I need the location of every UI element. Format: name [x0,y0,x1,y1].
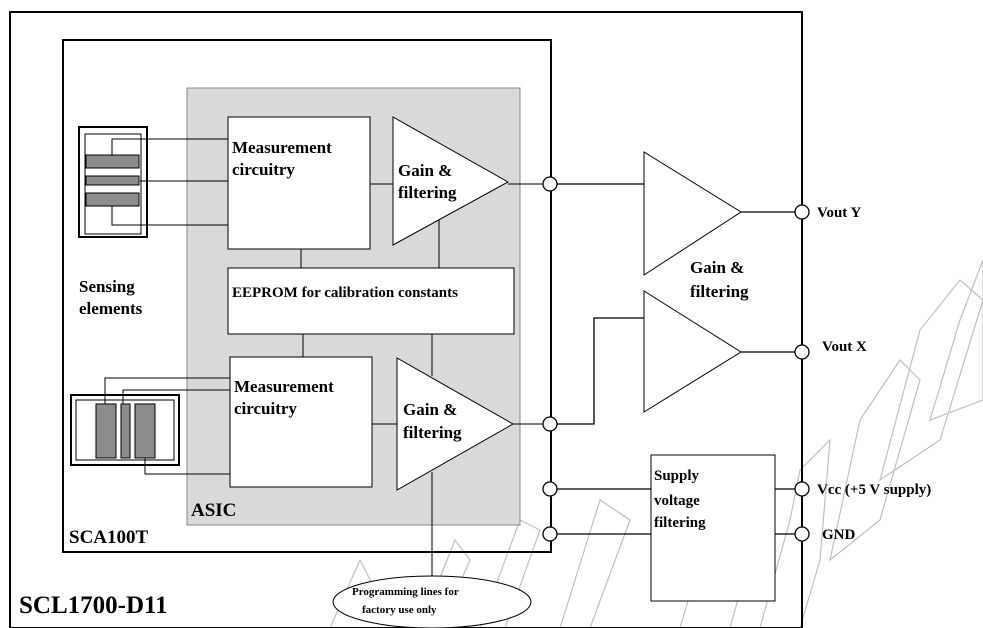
sensing-element-lower [70,394,180,466]
pin-gnd [794,526,810,542]
gain-label-lower-2: filtering [403,423,462,442]
gain-output-label-2: filtering [690,282,749,301]
connection-nodes [425,176,810,589]
gain-label-upper-2: filtering [398,183,457,202]
eeprom-label: EEPROM for calibration constants [232,285,458,301]
supply-filter-box [650,454,776,602]
sensing-label-1: Sensing [79,277,135,296]
measurement-label-upper-1: Measurement [232,138,332,157]
pin-vout-y [794,204,810,220]
node-supply-in [542,481,558,497]
output-amp-x [643,290,742,413]
node-asic-out-lower [542,416,558,432]
node-gnd-in [542,526,558,542]
eeprom-box [227,267,515,335]
node-asic-out-upper [542,176,558,192]
outer-module-box [9,11,803,628]
inner-module-label: SCA100T [69,527,149,548]
pin-label-gnd: GND [822,527,856,543]
gain-label-upper-1: Gain & [398,161,452,180]
measurement-label-upper-2: circuitry [232,160,295,179]
outer-module-label: SCL1700-D11 [19,592,168,619]
pin-label-vout-x: Vout X [822,339,867,355]
measurement-label-lower-2: circuitry [234,399,297,418]
inner-module-box [62,39,552,553]
pin-label-vcc: Vcc (+5 V supply) [817,482,931,498]
programming-ellipse [332,575,532,628]
pin-label-vout-y: Vout Y [817,205,861,221]
measurement-label-lower-1: Measurement [234,377,334,396]
measurement-box-upper [227,116,371,250]
gain-amp-upper [392,116,510,246]
sensing-element-upper [78,126,148,238]
output-amp-y [643,151,742,276]
programming-label-1: Programming lines for [352,586,459,598]
supply-label-1: Supply [654,468,700,484]
supply-label-2: voltage [654,493,700,509]
asic-label: ASIC [191,500,236,521]
gain-label-lower-1: Gain & [403,400,457,419]
gain-output-label-1: Gain & [690,258,744,277]
sensor-wires [104,138,230,475]
measurement-box-lower [229,356,373,488]
pin-vcc [794,481,810,497]
sensing-label-2: elements [79,299,143,318]
supply-label-3: filtering [654,515,706,531]
pin-vout-x [794,344,810,360]
programming-label-2: factory use only [362,604,437,616]
